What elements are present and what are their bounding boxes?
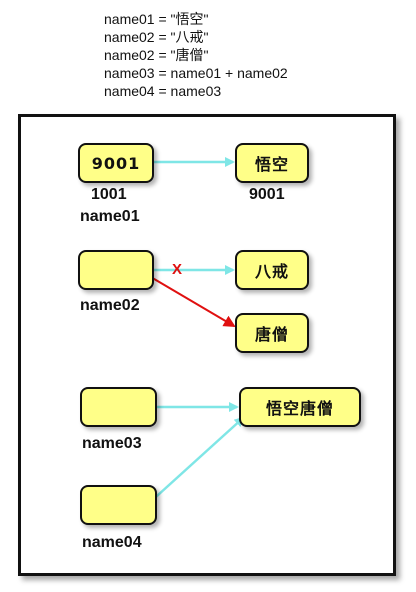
name04-box xyxy=(80,485,157,525)
name01-address: 1001 xyxy=(91,186,127,203)
code-line-4: name03 = name01 + name02 xyxy=(104,65,288,81)
code-line-5: name04 = name03 xyxy=(104,83,222,99)
code-line-3: name02 = "唐僧" xyxy=(104,47,209,63)
name03-label: name03 xyxy=(82,435,142,452)
broken-reference-x: X xyxy=(172,261,183,278)
name04-label: name04 xyxy=(82,534,142,551)
bajie-object-box: 八戒 xyxy=(235,250,309,290)
arrow-name04-to-combined xyxy=(146,416,245,506)
code-line-2: name02 = "八戒" xyxy=(104,29,209,45)
tangseng-object-box: 唐僧 xyxy=(235,313,309,353)
code-block: name01 = "悟空" name02 = "八戒" name02 = "唐僧… xyxy=(104,10,288,100)
name02-label: name02 xyxy=(80,297,140,314)
name02-box xyxy=(78,250,154,290)
arrow-name02-to-tangseng xyxy=(143,272,236,328)
name03-box xyxy=(80,387,157,427)
combined-object-box: 悟空唐僧 xyxy=(239,387,361,427)
code-line-1: name01 = "悟空" xyxy=(104,11,209,27)
name01-label: name01 xyxy=(80,208,140,225)
wukong-address: 9001 xyxy=(249,186,285,203)
wukong-object-box: 悟空 xyxy=(235,143,309,183)
name01-box: 9001 xyxy=(78,143,154,183)
